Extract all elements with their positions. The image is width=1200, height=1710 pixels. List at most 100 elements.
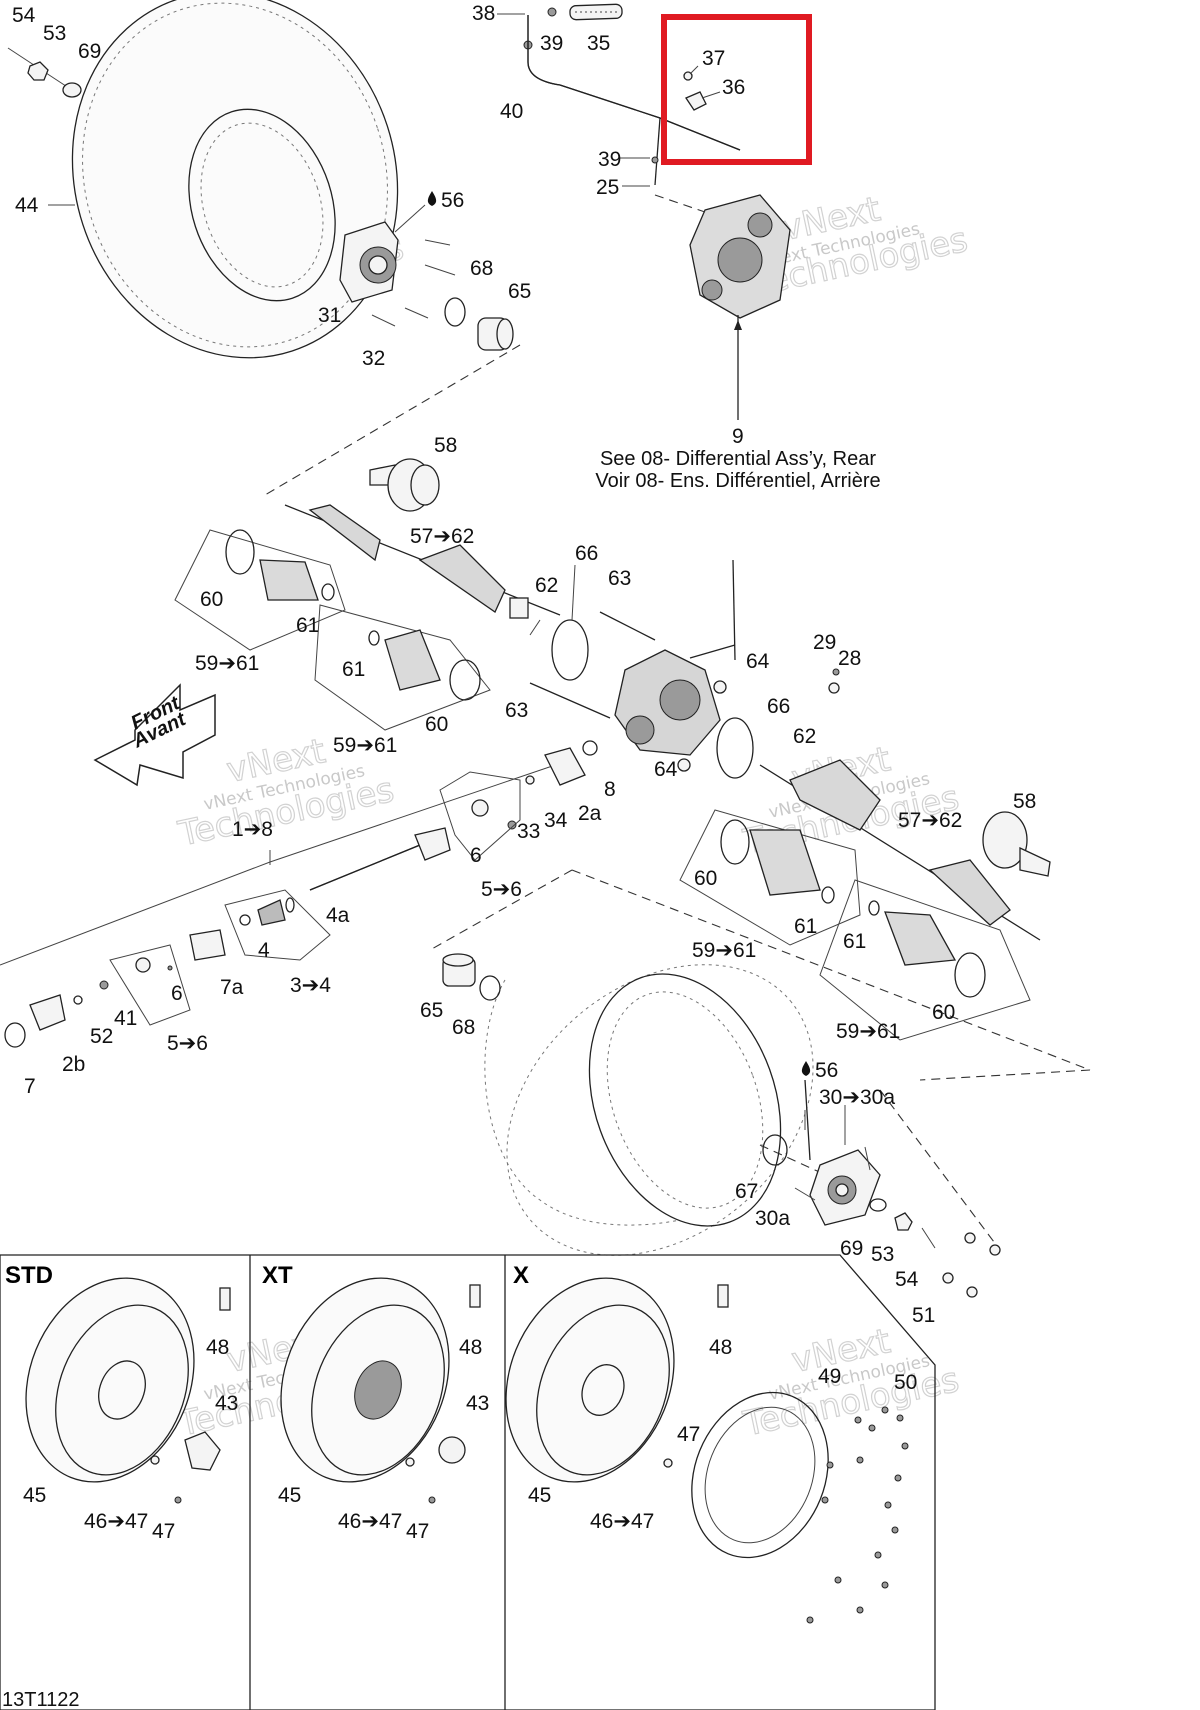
callout[interactable]: 57➔62 bbox=[898, 809, 962, 832]
callout[interactable]: 68 bbox=[452, 1016, 475, 1039]
callout[interactable]: 60 bbox=[425, 713, 448, 736]
callout[interactable]: 40 bbox=[500, 100, 523, 123]
callout[interactable]: 45 bbox=[23, 1484, 46, 1507]
callout[interactable]: 64 bbox=[746, 650, 770, 673]
callout[interactable]: 41 bbox=[114, 1007, 137, 1030]
rear-gearbox bbox=[614, 559, 840, 772]
callout[interactable]: 6 bbox=[171, 982, 183, 1005]
callout[interactable]: 66 bbox=[575, 542, 598, 565]
callout[interactable]: 33 bbox=[517, 820, 540, 843]
callout[interactable]: 48 bbox=[709, 1336, 732, 1359]
callout[interactable]: 38 bbox=[472, 2, 495, 25]
callout-leaders bbox=[48, 13, 846, 1145]
highlight-box[interactable] bbox=[661, 14, 812, 165]
callout[interactable]: 65 bbox=[420, 999, 443, 1022]
callout[interactable]: 59➔61 bbox=[195, 652, 259, 675]
callout[interactable]: 45 bbox=[278, 1484, 301, 1507]
callout[interactable]: 48 bbox=[206, 1336, 229, 1359]
callout[interactable]: 61 bbox=[296, 614, 319, 637]
callout[interactable]: 53 bbox=[43, 22, 66, 45]
callout[interactable]: 47 bbox=[152, 1520, 175, 1543]
callout[interactable]: 57➔62 bbox=[410, 525, 474, 548]
callout[interactable]: 31 bbox=[318, 304, 341, 327]
callout[interactable]: 46➔47 bbox=[338, 1510, 402, 1533]
callout[interactable]: 7 bbox=[24, 1075, 36, 1098]
callout[interactable]: 56 bbox=[815, 1059, 838, 1082]
callout[interactable]: 48 bbox=[459, 1336, 482, 1359]
callout[interactable]: 45 bbox=[528, 1484, 551, 1507]
callout[interactable]: 65 bbox=[508, 280, 531, 303]
callout[interactable]: 46➔47 bbox=[590, 1510, 654, 1533]
callout[interactable]: 62 bbox=[793, 725, 816, 748]
drive-shaft-right bbox=[716, 717, 1051, 941]
callout[interactable]: 39 bbox=[598, 148, 621, 171]
callout[interactable]: 7a bbox=[220, 976, 244, 999]
callout[interactable]: 25 bbox=[596, 176, 619, 199]
parts-37-36 bbox=[683, 71, 707, 111]
callout[interactable]: 28 bbox=[838, 647, 861, 670]
callout[interactable]: 1➔8 bbox=[232, 818, 273, 841]
callout[interactable]: 43 bbox=[466, 1392, 489, 1415]
callout[interactable]: 62 bbox=[535, 574, 558, 597]
callout[interactable]: 60 bbox=[200, 588, 223, 611]
differential-rear bbox=[689, 194, 791, 420]
callout[interactable]: 30a bbox=[755, 1207, 790, 1230]
wheel-xt bbox=[280, 1277, 481, 1504]
fluid-drop-icon bbox=[427, 191, 437, 206]
callout[interactable]: 3➔4 bbox=[290, 974, 331, 997]
callout[interactable]: 49 bbox=[818, 1365, 841, 1388]
variant-label-std: STD bbox=[5, 1262, 53, 1289]
callout[interactable]: 39 bbox=[540, 32, 563, 55]
callout[interactable]: 2b bbox=[62, 1053, 85, 1076]
callout[interactable]: 4a bbox=[326, 904, 350, 927]
callout[interactable]: 35 bbox=[587, 32, 610, 55]
callout-highlighted[interactable]: 37 bbox=[702, 47, 725, 70]
callout[interactable]: 66 bbox=[767, 695, 790, 718]
callout[interactable]: 60 bbox=[694, 867, 717, 890]
callout[interactable]: 50 bbox=[894, 1371, 917, 1394]
callout[interactable]: 52 bbox=[90, 1025, 113, 1048]
callout[interactable]: 46➔47 bbox=[84, 1510, 148, 1533]
figure-code: 13T1122 bbox=[2, 1689, 79, 1710]
callout[interactable]: 58 bbox=[434, 434, 457, 457]
callout[interactable]: 64 bbox=[654, 758, 678, 781]
callout[interactable]: 56 bbox=[441, 189, 464, 212]
wheel-std bbox=[25, 1277, 231, 1504]
callout[interactable]: 61 bbox=[342, 658, 365, 681]
callout[interactable]: 53 bbox=[871, 1243, 894, 1266]
callout[interactable]: 47 bbox=[677, 1423, 700, 1446]
callout[interactable]: 29 bbox=[813, 631, 836, 654]
callout[interactable]: 34 bbox=[544, 809, 568, 832]
callout[interactable]: 51 bbox=[912, 1304, 935, 1327]
callout[interactable]: 5➔6 bbox=[481, 878, 522, 901]
callout[interactable]: 30➔30a bbox=[819, 1086, 895, 1109]
callout[interactable]: 9 bbox=[732, 425, 744, 448]
callout-highlighted[interactable]: 36 bbox=[722, 76, 745, 99]
callout[interactable]: 63 bbox=[505, 699, 528, 722]
callout[interactable]: 32 bbox=[362, 347, 385, 370]
callout[interactable]: 59➔61 bbox=[836, 1020, 900, 1043]
callout[interactable]: 69 bbox=[78, 40, 101, 63]
callout[interactable]: 43 bbox=[215, 1392, 238, 1415]
callout[interactable]: 6 bbox=[470, 844, 482, 867]
callout[interactable]: 47 bbox=[406, 1520, 429, 1543]
callout[interactable]: 44 bbox=[15, 194, 39, 217]
callout[interactable]: 68 bbox=[470, 257, 493, 280]
callout[interactable]: 67 bbox=[735, 1180, 758, 1203]
callout[interactable]: 58 bbox=[1013, 790, 1036, 813]
callout[interactable]: 69 bbox=[840, 1237, 863, 1260]
callout[interactable]: 60 bbox=[932, 1001, 955, 1024]
callout[interactable]: 2a bbox=[578, 802, 602, 825]
callout[interactable]: 8 bbox=[604, 778, 616, 801]
callout[interactable]: 59➔61 bbox=[333, 734, 397, 757]
callout[interactable]: 61 bbox=[794, 915, 817, 938]
callout[interactable]: 59➔61 bbox=[692, 939, 756, 962]
callout[interactable]: 5➔6 bbox=[167, 1032, 208, 1055]
brake-line-assembly bbox=[523, 3, 741, 186]
callout[interactable]: 54 bbox=[895, 1268, 919, 1291]
reference-note-en: See 08- Differential Ass’y, Rear bbox=[600, 448, 876, 470]
callout[interactable]: 4 bbox=[258, 939, 270, 962]
callout[interactable]: 63 bbox=[608, 567, 631, 590]
callout[interactable]: 54 bbox=[12, 4, 36, 27]
callout[interactable]: 61 bbox=[843, 930, 866, 953]
